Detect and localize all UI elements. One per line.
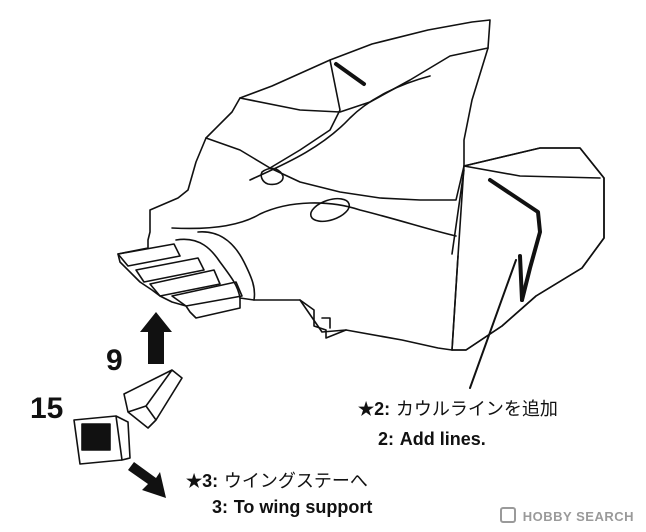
slat-2 [135, 257, 205, 283]
cowl-line-side [488, 178, 542, 302]
arrow-down-15 [128, 462, 166, 498]
note-2-marker: ★2: [358, 399, 391, 419]
note-3-jp-line: ★3: ウイングステーへ [186, 472, 368, 491]
part-number-15: 15 [30, 392, 64, 425]
slat-3 [149, 269, 221, 297]
cowl-upper-panel [269, 59, 341, 169]
note-2-jp-text: カウルラインを追加 [395, 399, 558, 420]
note-3-en-text: To wing support [233, 497, 373, 517]
note-3-en-number: 3: [212, 497, 229, 517]
slat-4 [171, 281, 243, 307]
note-3-marker: ★3: [186, 471, 219, 491]
part-number-9: 9 [106, 344, 123, 377]
arrow-up-9 [140, 312, 172, 364]
part-15-block [73, 415, 131, 465]
slat-curves [175, 231, 256, 301]
cowl-line-top [334, 62, 366, 86]
note2-leader-line [469, 259, 517, 389]
note-2-en-text: Add lines. [399, 429, 486, 449]
watermark: HOBBY SEARCH [499, 507, 634, 524]
sidepod-top-edge [463, 165, 601, 179]
part-15-black-panel [81, 423, 111, 451]
hobby-search-logo-icon [499, 507, 516, 523]
note-2-en-line: 2: Add lines. [378, 430, 486, 449]
note-3-jp-text: ウイングステーへ [223, 471, 368, 492]
cowl-intake-curve [249, 75, 431, 181]
underside-steps [299, 299, 347, 339]
cowl-top-crease [239, 47, 489, 113]
note-2-jp-line: ★2: カウルラインを追加 [358, 400, 558, 419]
note-2-en-number: 2: [378, 429, 395, 449]
sidepod-front-face [451, 169, 465, 255]
cowl-side-vent [260, 167, 284, 186]
watermark-text: HOBBY SEARCH [522, 509, 634, 524]
cowl-line-box [518, 254, 524, 302]
sidepod-vertical-edge [451, 255, 459, 351]
slat-1 [117, 243, 181, 267]
cowl-center-ridge [205, 137, 465, 201]
part-9-wing-stay [123, 369, 183, 429]
cowl-lower-contour [171, 202, 457, 237]
cowl-oval-vent [309, 197, 351, 223]
underside-notch [321, 317, 331, 329]
note-3-en-line: 3: To wing support [212, 498, 372, 517]
